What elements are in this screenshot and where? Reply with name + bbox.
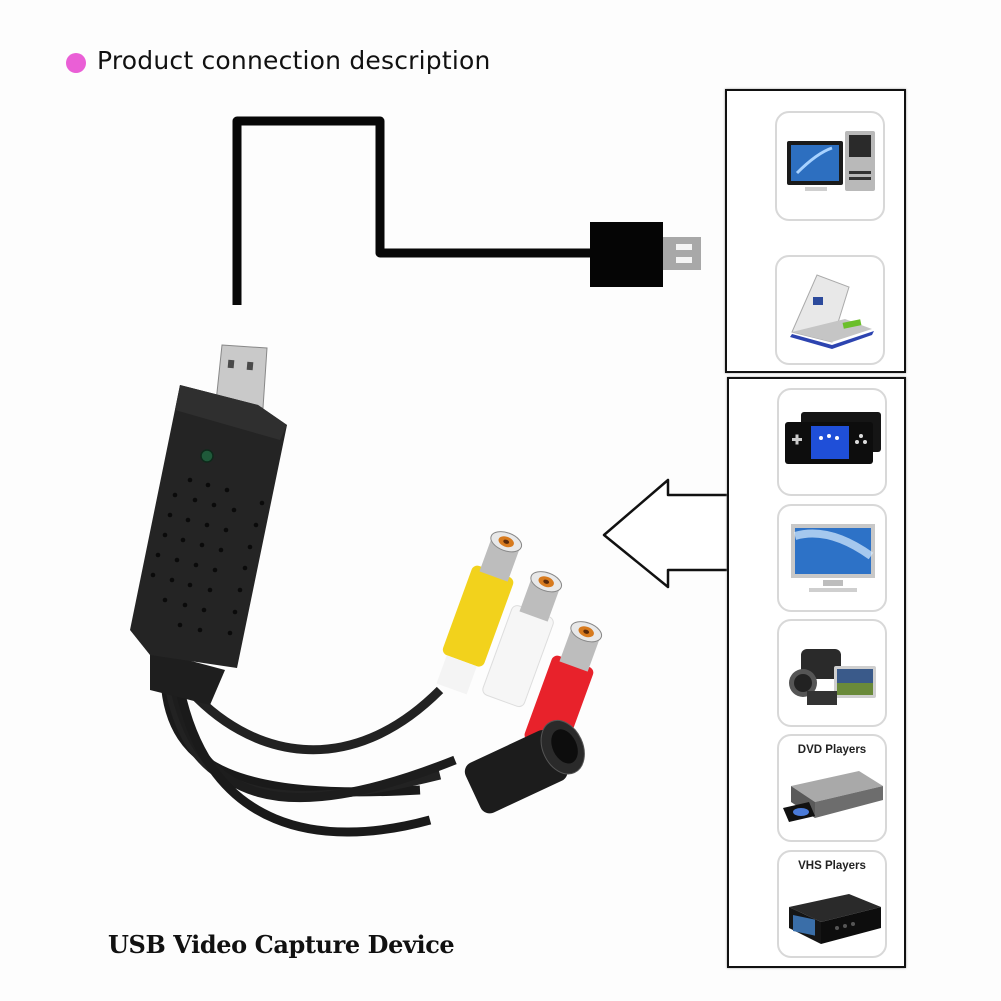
section-header: Product connection description bbox=[66, 46, 491, 75]
source-device-card-game-console bbox=[777, 388, 887, 496]
source-device-card-vhs: VHS Players bbox=[777, 850, 887, 958]
source-device-card-dvd: DVD Players bbox=[777, 734, 887, 842]
tv-monitor-icon bbox=[791, 524, 875, 592]
usb-cable-icon bbox=[232, 116, 701, 305]
product-caption: USB Video Capture Device bbox=[108, 930, 455, 959]
vhs-player-label: VHS Players bbox=[798, 860, 866, 872]
host-device-card-laptop bbox=[775, 255, 885, 365]
left-arrow-icon bbox=[602, 478, 730, 589]
camcorder-icon bbox=[789, 649, 876, 705]
usb-capture-dongle-icon bbox=[130, 344, 457, 837]
vhs-player-icon bbox=[789, 894, 881, 944]
dvd-player-label: DVD Players bbox=[797, 744, 867, 756]
source-devices-panel: DVD Players VHS Players bbox=[727, 377, 906, 968]
host-device-card-desktop bbox=[775, 111, 885, 221]
desktop-computer-icon bbox=[787, 131, 875, 191]
laptop-icon bbox=[790, 274, 874, 349]
dvd-player-icon bbox=[783, 771, 883, 822]
bullet-dot-icon bbox=[66, 52, 86, 73]
rca-connectors-icon bbox=[436, 531, 603, 814]
section-title: Product connection description bbox=[97, 46, 491, 75]
source-device-card-camcorder bbox=[777, 619, 887, 727]
handheld-game-console-icon bbox=[785, 412, 881, 464]
host-devices-panel bbox=[725, 89, 906, 373]
source-device-card-tv bbox=[777, 504, 887, 612]
